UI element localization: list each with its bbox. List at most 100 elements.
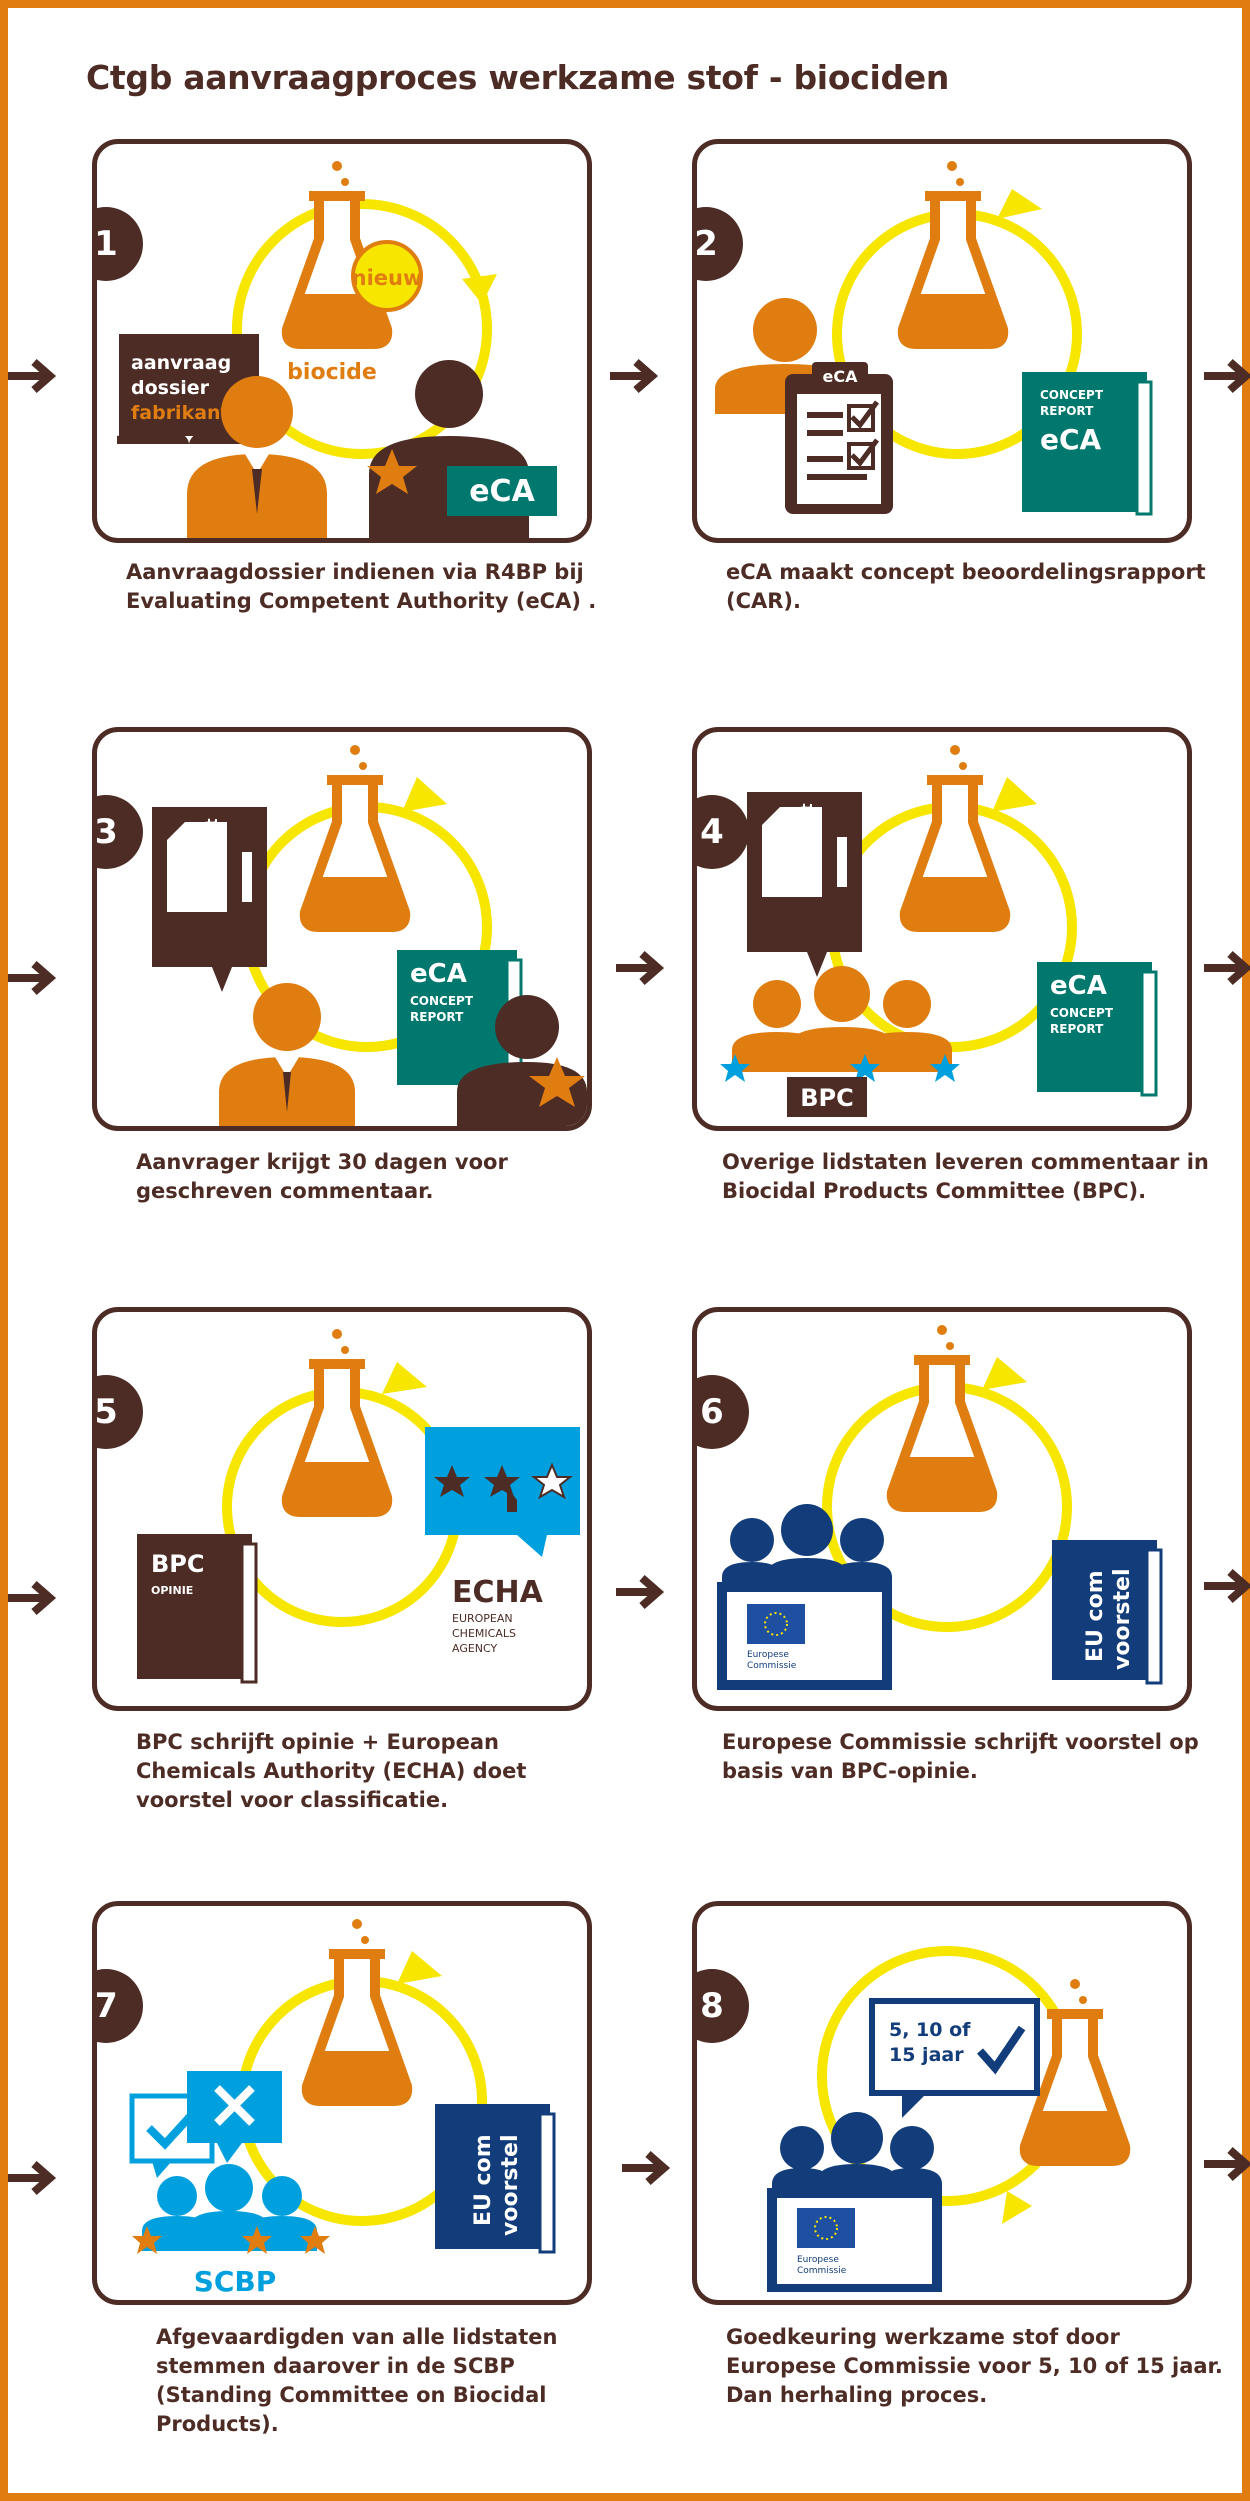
bubble-label-1: 5, 10 of [889, 2019, 971, 2041]
report-title: eCA [410, 959, 467, 989]
flask-icon [899, 745, 1011, 932]
step-1-illustration: nieuw biocide aanvraag dossier fabrikant [117, 161, 557, 538]
echa-title: ECHA [452, 1575, 544, 1610]
step-8-caption: Goedkeuring werkzame stof door Europese … [726, 2325, 1223, 2407]
opinion-book-subtitle: OPINIE [151, 1584, 193, 1597]
star-icon [434, 1465, 470, 1497]
star-icon [531, 1462, 573, 1500]
flask-icon [281, 161, 393, 349]
arrow-right-icon [1204, 950, 1250, 986]
report-label-2: REPORT [1050, 1022, 1104, 1036]
report-label-1: CONCEPT [1040, 388, 1104, 402]
opinion-book-title: BPC [151, 1550, 205, 1578]
arrow-right-icon [1204, 1568, 1250, 1604]
flask-icon [897, 161, 1009, 349]
proposal-label-1: EU com [471, 2134, 496, 2226]
dossier-label-3: fabrikant [131, 402, 230, 424]
arrow-right-icon [1204, 2146, 1250, 2182]
step-number-badge: 4 [697, 795, 749, 869]
step-6-illustration: Europese Commissie EU com voorstel [717, 1325, 1163, 1690]
step-7-illustration: SCBP EU com voorstel [129, 1919, 556, 2298]
arrow-right-icon [616, 950, 665, 986]
step-number-badge: 6 [697, 1375, 749, 1449]
flask-icon [281, 1329, 393, 1517]
report-label-1: CONCEPT [1050, 1006, 1114, 1020]
cursor-hand-icon [507, 1487, 517, 1512]
star-icon [720, 1054, 750, 1082]
arrow-right-icon [8, 2160, 57, 2196]
step-5-caption: BPC schrijft opinie + European Chemicals… [136, 1730, 527, 1812]
arrow-right-icon [622, 2150, 671, 2186]
arrow-right-icon [8, 960, 57, 996]
report-label-2: REPORT [410, 1010, 464, 1024]
arrow-right-icon [1204, 358, 1250, 394]
star-icon [132, 2226, 162, 2254]
star-icon [484, 1465, 520, 1497]
echa-line-1: EUROPEAN [452, 1612, 513, 1625]
step-7-caption: Afgevaardigden van alle lidstaten stemme… [156, 2325, 558, 2436]
step-2-illustration: eCA CONCEPT REPORT eCA [715, 161, 1153, 516]
proposal-book-icon [435, 2104, 556, 2254]
star-icon [300, 2226, 330, 2254]
opinion-book-icon [137, 1534, 258, 1684]
ec-label-1: Europese [797, 2255, 839, 2265]
scbp-label: SCBP [194, 2265, 277, 2298]
arrow-right-icon [616, 1574, 665, 1610]
star-icon [930, 1054, 960, 1082]
report-label-1: CONCEPT [410, 994, 474, 1008]
applicant-person-icon [187, 376, 327, 538]
proposal-label-1: EU com [1083, 1570, 1108, 1662]
flask-icon [1019, 1979, 1131, 2166]
vote-bubbles-icon [129, 2071, 282, 2178]
star-icon [367, 449, 417, 494]
star-icon [529, 1057, 585, 1107]
proposal-label-2: voorstel [498, 2135, 523, 2237]
step-4-illustration: comment BPC eCA CONCEPT REPORT [720, 745, 1158, 1117]
biocide-label: biocide [287, 360, 377, 385]
commission-group-icon [767, 2112, 942, 2292]
dossier-label-2: dossier [131, 377, 210, 399]
step-1-caption: Aanvraagdossier indienen via R4BP bij Ev… [126, 560, 597, 613]
comment-bubble-icon [152, 807, 267, 992]
eca-tag-label: eCA [469, 474, 535, 509]
step-3-caption: Aanvrager krijgt 30 dagen voor geschreve… [136, 1150, 508, 1203]
star-icon [242, 2226, 272, 2254]
bubble-label-2: 15 jaar [889, 2044, 964, 2066]
echa-line-2: CHEMICALS [452, 1627, 516, 1640]
step-8-panel: 5, 10 of 15 jaar Europese Commissie 8 [692, 1901, 1192, 2305]
step-6-caption: Europese Commissie schrijft voorstel op … [722, 1730, 1199, 1783]
step-5-panel: BPC OPINIE ECHA EUROPEAN CHEMICALS AGENC… [92, 1307, 592, 1711]
report-label-2: REPORT [1040, 404, 1094, 418]
flask-icon [886, 1325, 998, 1512]
step-2-caption: eCA maakt concept beoordelingsrapport (C… [726, 560, 1206, 613]
new-label: nieuw [352, 266, 423, 290]
new-badge [351, 240, 423, 312]
report-book-icon [1022, 372, 1153, 516]
eca-tag [447, 466, 557, 516]
bpc-tag [787, 1077, 867, 1117]
arrow-right-icon [8, 358, 57, 394]
step-4-panel: comment BPC eCA CONCEPT REPORT 4 [692, 727, 1192, 1131]
step-8-illustration: 5, 10 of 15 jaar Europese Commissie [767, 1946, 1131, 2292]
report-title: eCA [1050, 971, 1107, 1001]
cycle-arrow-icon [232, 199, 492, 459]
bpc-label: BPC [800, 1084, 854, 1112]
clipboard-icon [785, 362, 893, 514]
proposal-book-icon [1052, 1540, 1163, 1685]
report-book-icon [1037, 962, 1158, 1097]
arrow-right-icon [8, 1580, 57, 1616]
step-3-panel: comment eCA CONCEPT REPORT 3 [92, 727, 592, 1131]
clipboard-label: eCA [823, 367, 859, 386]
comment-label: comment [797, 803, 816, 887]
eca-person-icon [457, 995, 587, 1126]
step-7-panel: SCBP EU com voorstel 7 [92, 1901, 592, 2305]
ec-label-1: Europese [747, 1650, 789, 1660]
flask-icon [299, 745, 411, 932]
rating-bubble-icon [425, 1427, 580, 1557]
page-title: Ctgb aanvraagproces werkzame stof - bioc… [86, 58, 950, 97]
committee-group-icon [132, 2164, 330, 2254]
step-5-illustration: BPC OPINIE ECHA EUROPEAN CHEMICALS AGENC… [137, 1329, 580, 1684]
comment-label: comment [202, 818, 221, 902]
applicant-person-icon [219, 983, 355, 1126]
